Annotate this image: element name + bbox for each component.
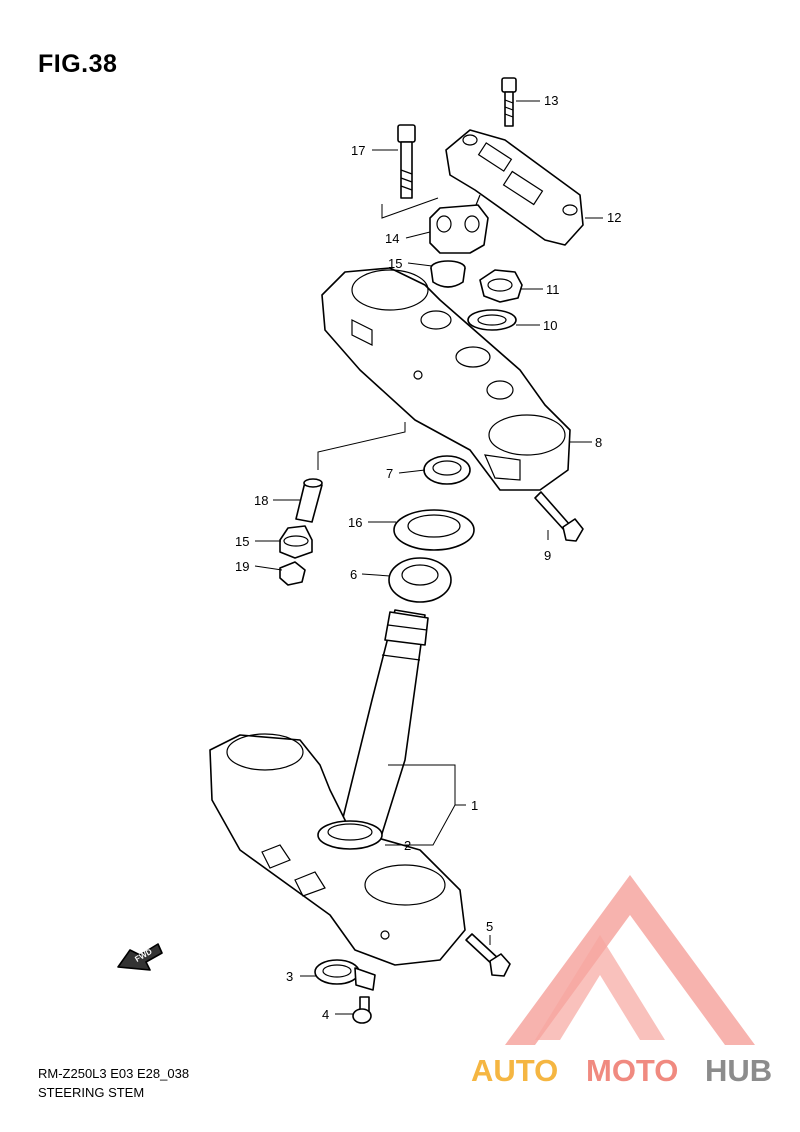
part-label-1: 1 xyxy=(471,798,478,813)
part-label-14: 14 xyxy=(385,231,399,246)
part-1-steering-stem xyxy=(209,609,466,966)
part-18-pin xyxy=(295,478,323,523)
part-label-18: 18 xyxy=(254,493,268,508)
part-12-handlebar-holder xyxy=(445,129,584,246)
watermark-logo xyxy=(505,875,755,1045)
part-label-15-lower: 15 xyxy=(235,534,249,549)
watermark-moto: MOTO xyxy=(586,1053,678,1088)
part-label-9: 9 xyxy=(544,548,551,563)
part-label-5: 5 xyxy=(486,919,493,934)
part-label-6: 6 xyxy=(350,567,357,582)
figure-title: FIG.38 xyxy=(38,50,118,78)
part-19-cap xyxy=(279,561,306,586)
watermark-hub: HUB xyxy=(705,1053,772,1088)
part-16-dust-seal xyxy=(393,509,475,551)
part-label-12: 12 xyxy=(607,210,621,225)
part-11-steering-stem-nut xyxy=(479,269,523,303)
figure-caption: STEERING STEM xyxy=(38,1085,145,1100)
part-label-17: 17 xyxy=(351,143,365,158)
part-7-lock-nut xyxy=(423,455,471,485)
part-15-collar-upper xyxy=(430,260,466,288)
part-label-19: 19 xyxy=(235,559,249,574)
part-15-collar-lower xyxy=(279,525,313,559)
part-8-upper-bracket xyxy=(317,267,571,491)
model-code: RM-Z250L3 E03 E28_038 xyxy=(38,1066,190,1081)
part-3-clamp xyxy=(314,959,376,991)
part-10-washer xyxy=(467,309,517,331)
leader-lines xyxy=(254,100,603,1015)
part-label-3: 3 xyxy=(286,969,293,984)
part-14-clamp xyxy=(429,194,489,254)
figure-footer: RM-Z250L3 E03 E28_038 STEERING STEM xyxy=(38,1064,189,1102)
part-9-bolt xyxy=(534,491,584,542)
part-label-8: 8 xyxy=(595,435,602,450)
part-label-13: 13 xyxy=(544,93,558,108)
part-number-labels: 13 12 17 14 15 11 10 8 7 9 18 16 15 19 6… xyxy=(235,93,621,1022)
part-label-11: 11 xyxy=(546,282,560,297)
part-17-bolt xyxy=(381,124,439,219)
part-label-4: 4 xyxy=(322,1007,329,1022)
watermark-auto: AUTO xyxy=(471,1053,558,1088)
part-13-bolt xyxy=(501,77,517,127)
part-4-bolt xyxy=(352,996,372,1024)
part-label-7: 7 xyxy=(386,466,393,481)
part-label-10: 10 xyxy=(543,318,557,333)
part-label-2: 2 xyxy=(404,838,411,853)
watermark-text: AUTO MOTO HUB xyxy=(471,1053,772,1088)
part-6-bearing xyxy=(388,557,452,603)
fwd-arrow-icon: FWD xyxy=(117,943,163,971)
part-label-15-upper: 15 xyxy=(388,256,402,271)
part-label-16: 16 xyxy=(348,515,362,530)
part-5-bolt xyxy=(465,933,511,977)
